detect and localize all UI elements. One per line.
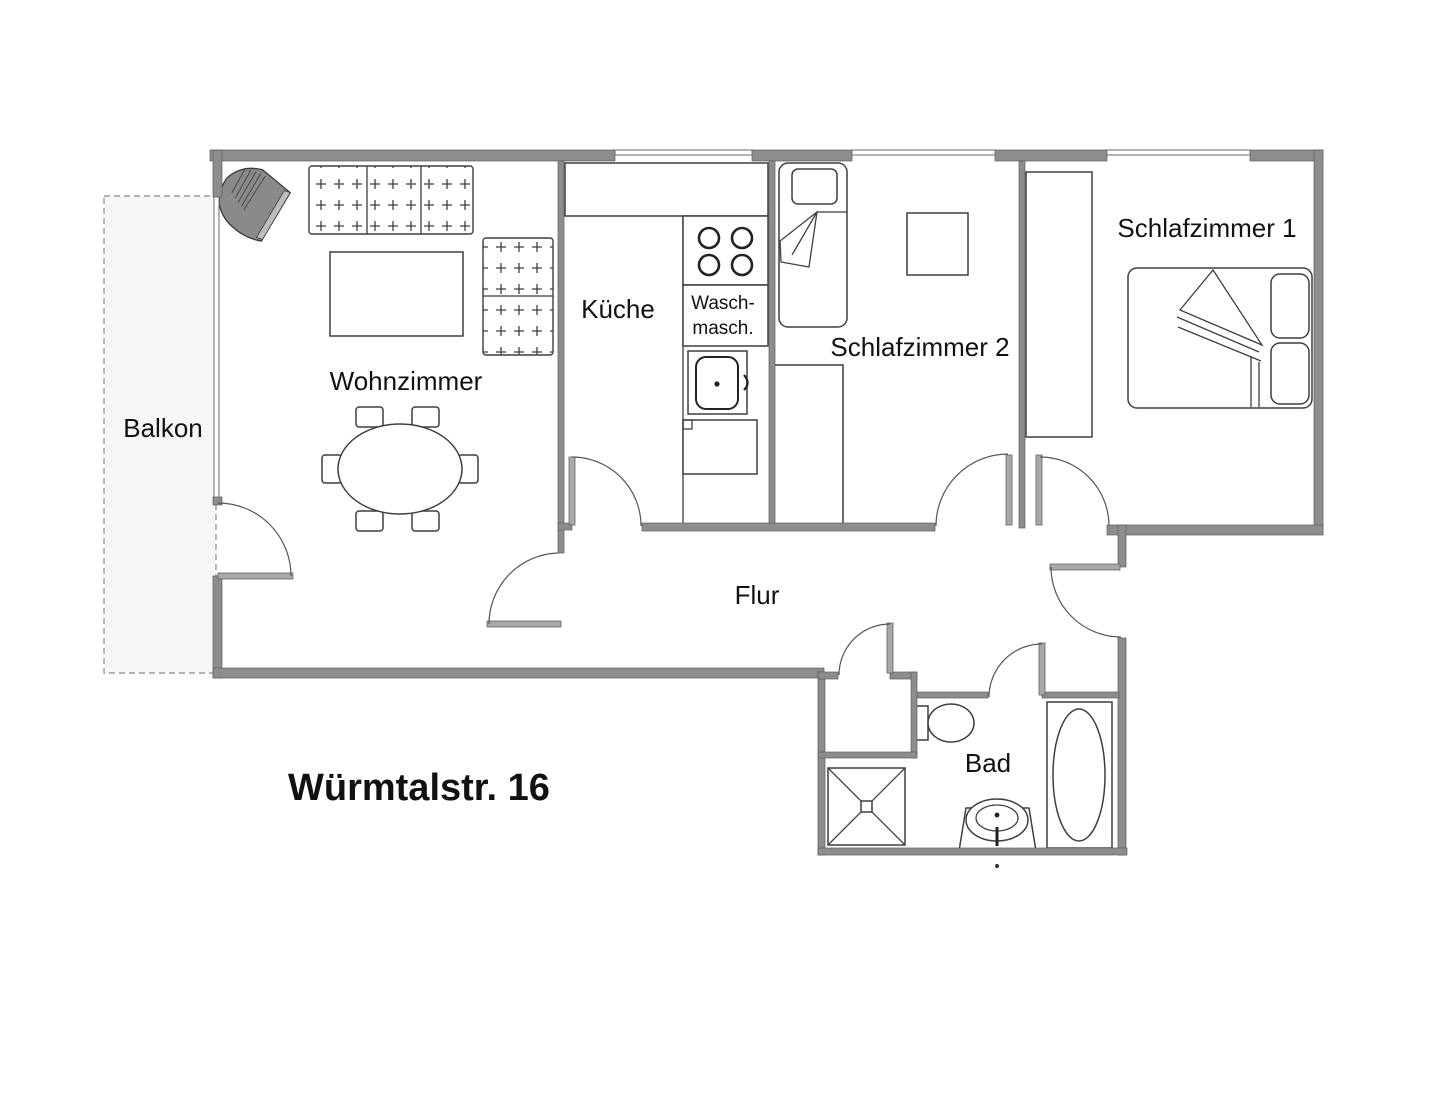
coffee-table <box>329 251 464 337</box>
wall <box>916 691 989 699</box>
label-waschmaschine-line2: masch. <box>692 318 753 339</box>
wall <box>1313 149 1324 535</box>
dining-table-top <box>337 423 463 515</box>
kitchen-counter <box>564 162 769 217</box>
wall <box>817 847 1128 856</box>
burner-icon <box>730 226 754 250</box>
bathroom-door-leaf <box>1038 642 1046 696</box>
wall <box>209 149 616 162</box>
wall <box>212 575 223 679</box>
room-label-bad: Bad <box>965 748 1011 778</box>
wall <box>557 522 573 531</box>
sofa-two-seat <box>482 237 554 356</box>
blanket-lines <box>1176 316 1262 407</box>
nightstand <box>906 212 969 276</box>
sofa-three-seat <box>308 165 474 235</box>
room-label-wohnzimmer: Wohnzimmer <box>330 366 483 396</box>
window <box>614 149 753 156</box>
bedroom2-door-arc <box>935 453 1009 527</box>
wall <box>1117 524 1127 568</box>
balcony-door-arc <box>217 502 292 577</box>
entry-door-leaf <box>1049 563 1121 571</box>
wall <box>751 149 853 162</box>
bathroom-door-arc <box>988 643 1043 698</box>
page-title: Würmtalstr. 16 <box>288 767 550 809</box>
kitchen-door-arc <box>571 456 642 527</box>
bedroom1-door-arc <box>1039 456 1110 527</box>
balcony-window <box>213 196 220 501</box>
burner-icon <box>730 253 754 277</box>
double-bed <box>1127 267 1313 409</box>
dining-table <box>321 406 479 532</box>
bedroom1-door-leaf <box>1035 454 1043 526</box>
dining-chair <box>355 510 384 532</box>
wall <box>212 667 825 679</box>
entry-door-arc <box>1050 566 1122 638</box>
window <box>851 149 996 156</box>
kitchen-door-leaf <box>568 456 576 526</box>
room-label-schlafzimmer1: Schlafzimmer 1 <box>1117 213 1296 243</box>
room-label-schlafzimmer2: Schlafzimmer 2 <box>830 332 1009 362</box>
kitchen-sink-icon <box>687 350 749 415</box>
wall <box>994 149 1108 162</box>
dining-chair <box>355 406 384 428</box>
wall <box>1249 149 1324 162</box>
balcony-floor <box>103 195 217 674</box>
wall <box>817 671 839 680</box>
bedroom1-furniture <box>1025 171 1313 438</box>
bathroom-sink-icon <box>958 798 1037 868</box>
wall <box>768 160 776 529</box>
pillow <box>791 168 838 205</box>
wall <box>817 751 918 759</box>
wall <box>1106 524 1324 536</box>
tv-icon <box>218 167 292 242</box>
wall <box>817 671 826 856</box>
dining-chair <box>411 510 440 532</box>
closet-door-arc <box>838 623 891 676</box>
wardrobe <box>1025 171 1093 438</box>
room-labels: Balkon Wohnzimmer Küche Wasch- masch. Sc… <box>123 213 1296 809</box>
wardrobe <box>771 364 844 526</box>
wall <box>557 160 565 554</box>
wall <box>1117 637 1127 856</box>
blanket-fold <box>779 210 847 268</box>
shower-icon <box>827 767 906 846</box>
label-waschmaschine-line1: Wasch- <box>691 293 755 314</box>
closet-door-leaf <box>886 622 894 674</box>
kitchen-cabinet <box>682 419 758 475</box>
wall <box>212 149 223 198</box>
blanket-fold <box>1178 268 1264 347</box>
bathtub-icon <box>1046 701 1113 849</box>
room-label-balkon: Balkon <box>123 413 203 443</box>
balcony-door-leaf <box>217 572 294 580</box>
walls <box>209 149 1324 856</box>
burner-icon <box>697 253 721 277</box>
room-label-kueche: Küche <box>581 294 655 324</box>
wall <box>1041 691 1120 699</box>
toilet-icon <box>915 703 975 743</box>
living-room-furniture <box>218 165 554 532</box>
living-room-door-arc <box>488 552 559 625</box>
wall <box>641 522 936 532</box>
balcony <box>103 195 217 674</box>
pillow <box>1270 342 1310 405</box>
living-room-door-leaf <box>486 620 562 628</box>
bedroom2-door-leaf <box>1005 454 1013 526</box>
dining-chair <box>411 406 440 428</box>
stove-icon <box>682 215 769 286</box>
doors <box>217 453 1122 698</box>
kitchen-furniture <box>564 162 769 525</box>
single-bed <box>778 162 848 328</box>
washing-machine <box>682 284 769 347</box>
wall <box>910 671 918 759</box>
room-label-flur: Flur <box>735 580 780 610</box>
bedroom2-furniture <box>771 162 969 526</box>
pillow <box>1270 273 1310 339</box>
wall <box>212 496 223 506</box>
burner-icon <box>697 226 721 250</box>
bathroom-fixtures <box>827 701 1113 868</box>
wall <box>1018 160 1026 529</box>
window <box>1106 149 1251 156</box>
